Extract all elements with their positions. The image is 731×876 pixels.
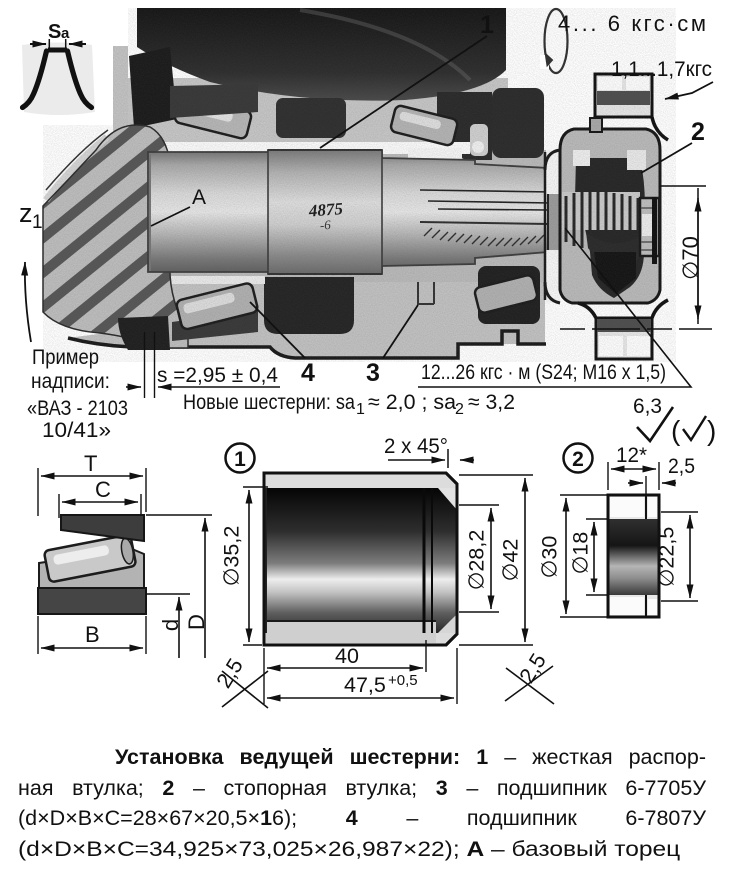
svg-text:D: D: [184, 614, 209, 630]
svg-text:4: 4: [301, 359, 315, 387]
svg-text:2 х 45°: 2 х 45°: [384, 434, 448, 458]
svg-text:4... 6 кгс·см: 4... 6 кгс·см: [558, 11, 706, 36]
svg-text:1: 1: [356, 401, 365, 418]
svg-text:∅42: ∅42: [499, 539, 523, 582]
svg-text:s =2,95 ± 0,4: s =2,95 ± 0,4: [157, 363, 278, 387]
svg-text:12...26 кгс · м (S24; М16 х 1,: 12...26 кгс · м (S24; М16 х 1,5): [421, 360, 666, 384]
svg-text:(: (: [671, 415, 681, 446]
svg-text:47,5: 47,5: [344, 673, 386, 697]
svg-text:3: 3: [366, 359, 380, 387]
svg-text:2,5: 2,5: [668, 454, 695, 478]
svg-text:d: d: [158, 619, 183, 631]
svg-text:∅18: ∅18: [569, 532, 593, 575]
svg-text:1: 1: [32, 212, 43, 233]
svg-text:А: А: [192, 186, 206, 209]
svg-text:≈ 3,2: ≈ 3,2: [468, 390, 515, 414]
svg-text:1,1...1,7кгс: 1,1...1,7кгс: [611, 58, 712, 81]
svg-text:∅30: ∅30: [538, 536, 562, 579]
svg-text:T: T: [84, 451, 97, 476]
svg-text:12*: 12*: [616, 443, 648, 467]
svg-text:6,3: 6,3: [633, 394, 662, 418]
svg-text:∅22,5: ∅22,5: [655, 527, 679, 588]
svg-text:Новые шестерни: sa: Новые шестерни: sa: [183, 390, 355, 414]
svg-text:a: a: [61, 25, 70, 42]
svg-text:2: 2: [691, 118, 705, 146]
svg-text:«ВАЗ - 2103: «ВАЗ - 2103: [27, 396, 128, 420]
svg-text:2: 2: [455, 401, 464, 418]
svg-text:∅70: ∅70: [678, 236, 703, 280]
svg-text:надписи:: надписи:: [31, 369, 110, 393]
svg-text:2: 2: [572, 448, 584, 471]
svg-text:Пример: Пример: [32, 345, 99, 369]
svg-text:≈ 2,0 ; sa: ≈ 2,0 ; sa: [368, 390, 456, 414]
svg-text:B: B: [85, 622, 100, 647]
svg-text:C: C: [95, 477, 111, 502]
svg-text:10/41»: 10/41»: [42, 418, 111, 442]
svg-text:): ): [707, 415, 716, 446]
svg-text:S: S: [48, 21, 61, 43]
svg-text:z: z: [19, 198, 33, 228]
svg-text:∅28,2: ∅28,2: [465, 530, 489, 591]
svg-text:1: 1: [480, 11, 494, 39]
svg-text:+0,5: +0,5: [388, 672, 418, 689]
svg-text:40: 40: [335, 644, 359, 668]
svg-text:∅35,2: ∅35,2: [220, 526, 244, 587]
svg-text:1: 1: [234, 448, 246, 471]
